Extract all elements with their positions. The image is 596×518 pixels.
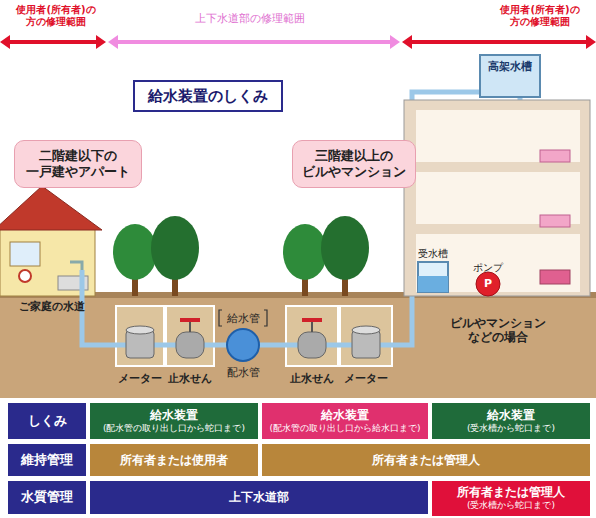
meter-pits	[116, 306, 392, 366]
cell-text: 上下水道部	[229, 490, 289, 505]
part-label: 給水管	[222, 312, 264, 325]
part-label: 配水管	[218, 366, 268, 379]
table-cell: 所有者または使用者	[90, 444, 258, 476]
range-label: 上下水道部の修理範囲	[150, 12, 350, 25]
part-label: ご家庭の水道	[2, 300, 102, 313]
cell-text: 所有者または使用者	[120, 453, 228, 468]
cell-text: (受水槽から蛇口まで)	[467, 500, 555, 511]
table-cell: 所有者または管理人	[262, 444, 590, 476]
row-header-cell: しくみ	[8, 403, 86, 439]
cell-text: 給水装置	[321, 408, 369, 423]
part-label: 止水せん	[284, 372, 340, 385]
part-label: 止水せん	[162, 372, 218, 385]
part-label: ビルやマンション などの場合	[428, 316, 568, 345]
category-box: 三階建以上の ビルやマンション	[292, 140, 416, 188]
range-label: 使用者(所有者)の 方の修理範囲	[488, 4, 592, 28]
row-header-text: 水質管理	[21, 489, 73, 505]
cell-text: (配水管の取り出し口から蛇口まで)	[103, 423, 245, 434]
cell-text: 所有者または管理人	[457, 485, 565, 500]
bracket	[219, 310, 267, 326]
cell-text: 給水装置	[487, 408, 535, 423]
range-label: 使用者(所有者)の 方の修理範囲	[4, 4, 108, 28]
cell-text: (配水管の取り出し口から給水口まで)	[269, 423, 420, 434]
part-label: 受水槽	[412, 248, 454, 260]
table-cell: 給水装置(受水槽から蛇口まで)	[432, 403, 590, 439]
category-text: 三階建以上の ビルやマンション	[297, 148, 411, 181]
main-pipe	[227, 329, 259, 361]
category-box: 二階建以下の 一戸建やアパート	[14, 140, 142, 188]
cell-text: (受水槽から蛇口まで)	[467, 423, 555, 434]
row-header-text: 維持管理	[21, 452, 73, 468]
house	[0, 186, 102, 296]
pump-symbol-letter: P	[481, 277, 495, 290]
category-text: 二階建以下の 一戸建やアパート	[19, 148, 137, 181]
title-text: 給水装置のしくみ	[148, 87, 268, 106]
part-label: メーター	[110, 372, 170, 385]
part-label: 高架水槽	[480, 60, 540, 73]
table-cell: 所有者または管理人(受水槽から蛇口まで)	[432, 481, 590, 516]
table-cell: 上下水道部	[90, 481, 428, 514]
cell-text: 給水装置	[150, 408, 198, 423]
cell-text: 所有者または管理人	[372, 453, 480, 468]
row-header-cell: 維持管理	[8, 444, 86, 476]
building	[404, 55, 590, 296]
part-label: メーター	[336, 372, 396, 385]
diagram-title-box: 給水装置のしくみ	[133, 80, 283, 112]
row-header-cell: 水質管理	[8, 481, 86, 514]
table-cell: 給水装置(配水管の取り出し口から蛇口まで)	[90, 403, 258, 439]
trees	[113, 216, 369, 296]
part-label: ポンプ	[464, 262, 512, 274]
range-arrows	[0, 35, 596, 49]
row-header-text: しくみ	[28, 413, 67, 429]
table-cell: 給水装置(配水管の取り出し口から給水口まで)	[262, 403, 428, 439]
